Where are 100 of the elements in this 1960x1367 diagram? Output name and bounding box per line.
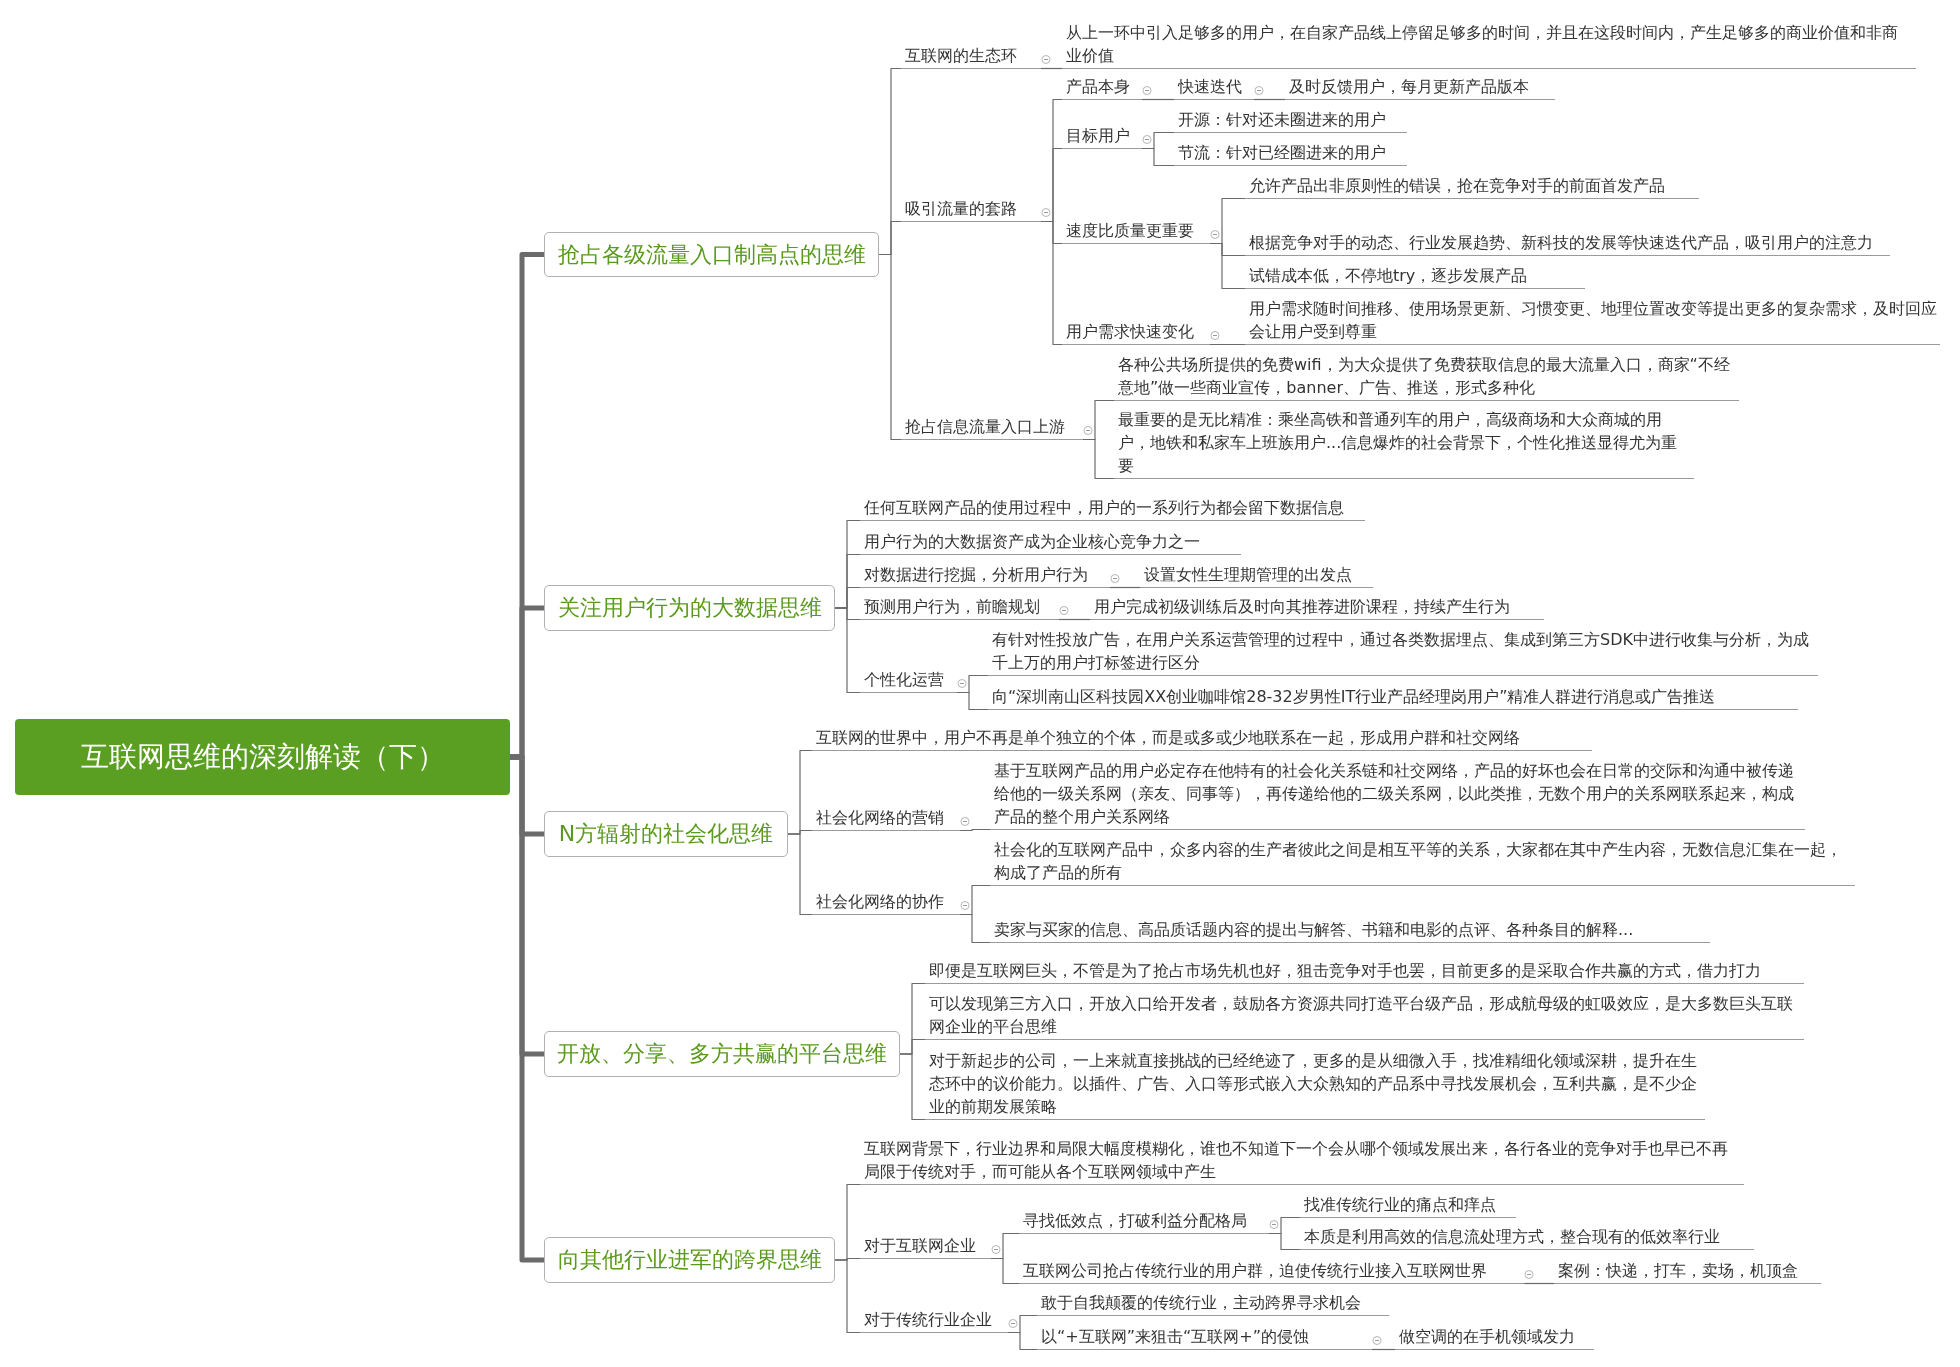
topic-text: 个性化运营	[864, 670, 944, 689]
topic-text: 对数据进行挖掘，分析用户行为	[864, 565, 1088, 584]
topic-underline	[901, 415, 1083, 440]
topic-text: 互联网的生态环	[905, 46, 1017, 65]
topic-text: 互联网的世界中，用户不再是单个独立的个体，而是或多或少地联系在一起，形成用户群和社交网络	[816, 728, 1520, 747]
topic-text: 允许产品出非原则性的错误，抢在竞争对手的前面首发产品	[1249, 176, 1665, 195]
topic-underline	[1140, 563, 1373, 588]
topic-underline	[1019, 1209, 1269, 1234]
topic-text: 找准传统行业的痛点和痒点	[1304, 1195, 1496, 1214]
connector-line	[899, 1053, 926, 1121]
topic-text: 用户需求随时间推移、使用场景更新、习惯变更、地理位置改变等提出更多的复杂需求，及时回应会让用户受到尊重	[1249, 299, 1937, 341]
connector-line	[834, 607, 861, 694]
topic-text: 速度比质量更重要	[1066, 221, 1194, 240]
topic-text: 最重要的是无比精准：乘坐高铁和普通列车的用户，高级商场和大众商城的用户，地铁和私家车上班族用户...信息爆炸的社会背景下，个性化推送显得尤为重要	[1118, 410, 1678, 475]
topic-text: 寻找低效点，打破利益分配格局	[1023, 1211, 1247, 1230]
branch-topic-box	[544, 585, 835, 631]
topic-title: 抢占各级流量入口制高点的思维	[557, 240, 866, 269]
topic-underline	[1245, 264, 1585, 289]
connector-line	[956, 691, 989, 711]
topic-underline	[860, 496, 1365, 521]
topic-underline	[1062, 320, 1210, 345]
connector-line	[1268, 1232, 1301, 1251]
topic-title: N方辐射的社会化思维	[558, 820, 774, 848]
topic-underline	[1245, 231, 1890, 256]
topic-text: 从上一环中引入足够多的用户，在自家产品线上停留足够多的时间，并且在这段时间内，产生足够多的商业价值和非商业价值	[1066, 23, 1898, 65]
topic-text: 做空调的在手机领域发力	[1399, 1327, 1575, 1346]
topic-underline	[1554, 1259, 1821, 1284]
topic-text: 及时反馈用户，每月更新产品版本	[1289, 77, 1529, 96]
topic-text: 目标用户	[1066, 126, 1130, 145]
connector-line	[1371, 1348, 1396, 1351]
topic-text: 根据竞争对手的动态、行业发展趋势、新科技的发展等快速迭代产品，吸引用户的注意力	[1249, 233, 1873, 252]
connector-line	[1141, 147, 1175, 167]
connector-line	[878, 253, 902, 441]
connector-line	[1109, 586, 1141, 589]
topic-underline	[1062, 124, 1142, 149]
topic-text: 设置女性生理期管理的出发点	[1144, 565, 1352, 584]
topic-underline	[860, 563, 1110, 588]
topic-underline	[1174, 141, 1407, 166]
topic-text: 各种公共场所提供的免费wifi，为大众提供了免费获取信息的最大流量入口，商家“不经意地”做一些商业宣传，banner、广告、推送，形式多种化	[1118, 355, 1730, 397]
topic-text: 用户需求快速变化	[1066, 322, 1194, 341]
topic-title: 互联网思维的深刻解读（下）	[80, 739, 445, 775]
branch-topic-box	[544, 1031, 900, 1077]
topic-underline	[1300, 1225, 1754, 1250]
topic-underline	[860, 530, 1241, 555]
topic-text: 案例：快递，打车，卖场，机顶盒	[1558, 1261, 1798, 1280]
topic-underline	[812, 726, 1592, 751]
topic-text: 可以发现第三方入口，开放入口给开发者，鼓励各方资源共同打造平台级产品，形成航母级的虹吸效应，是大多数巨头互联网企业的平台思维	[929, 994, 1793, 1036]
topic-underline	[1300, 1193, 1516, 1218]
topic-text: 吸引流量的套路	[905, 199, 1017, 218]
topic-underline	[1395, 1325, 1594, 1350]
connector-line	[1209, 343, 1246, 346]
connector-line	[1141, 98, 1175, 101]
topic-text: 用户完成初级训练后及时向其推荐进阶课程，持续产生行为	[1094, 597, 1510, 616]
connector-line	[1040, 67, 1063, 70]
branch-topic-box	[544, 1237, 835, 1283]
connector-line	[990, 1257, 1020, 1285]
topic-underline	[812, 806, 960, 831]
topic-underline	[1062, 219, 1210, 244]
connector-line	[1523, 1282, 1555, 1285]
topic-text: 抢占信息流量入口上游	[905, 417, 1065, 436]
connector-line	[1007, 1331, 1038, 1351]
topic-title: 向其他行业进军的跨界思维	[557, 1246, 822, 1274]
topic-text: 快速迭代	[1178, 77, 1242, 96]
topic-text: 产品本身	[1066, 77, 1130, 96]
connector-line	[1209, 242, 1246, 290]
topic-text: 向“深圳南山区科技园XX创业咖啡馆28-32岁男性IT行业产品经理岗用户”精准人群进行消息或广告推送	[992, 687, 1716, 706]
connector-line	[787, 833, 813, 916]
branch-topic-box	[544, 811, 788, 857]
connector-line	[1040, 220, 1063, 346]
topic-underline	[925, 959, 1804, 984]
topic-underline	[990, 918, 1710, 943]
topic-text: 对于新起步的公司，一上来就直接挑战的已经绝迹了，更多的是从细微入手，找准精细化领域深耕，提升在生态环中的议价能力。以插件、广告、入口等形式嵌入大众熟知的产品系中寻找发展机会，互利共赢，是不少企业的前期发展策略	[929, 1051, 1697, 1116]
topic-text: 有针对性投放广告，在用户关系运营管理的过程中，通过各类数据埋点、集成到第三方SDK中进行收集与分析，为成千上万的用户打标签进行区分	[992, 630, 1809, 672]
connector-line	[1253, 98, 1286, 101]
topic-text: 对于传统行业企业	[864, 1310, 992, 1329]
topic-text: 本质是利用高效的信息流处理方式，整合现有的低效率行业	[1304, 1227, 1720, 1246]
topic-underline	[1174, 108, 1407, 133]
topic-text: 即便是互联网巨头，不管是为了抢占市场先机也好，狙击竞争对手也罢，目前更多的是采取合作共赢的方式，借力打力	[929, 961, 1761, 980]
topic-underline	[860, 668, 957, 693]
topic-underline	[901, 44, 1041, 69]
topic-underline	[860, 1234, 991, 1259]
branch-connector	[510, 754, 544, 1263]
connector-line	[834, 1259, 861, 1334]
topic-text: 社会化网络的协作	[816, 892, 944, 911]
topic-underline	[1037, 1291, 1389, 1316]
topic-text: 敢于自我颠覆的传统行业，主动跨界寻求机会	[1041, 1293, 1361, 1312]
branch-topic-box	[544, 232, 879, 277]
topic-underline	[901, 197, 1041, 222]
topic-text: 互联网背景下，行业边界和局限大幅度模糊化，谁也不知道下一个会从哪个领域发展出来，各行各业的竞争对手也早已不再局限于传统对手，而可能从各个互联网领域中产生	[864, 1139, 1728, 1181]
topic-underline	[1090, 595, 1544, 620]
topic-text: 用户行为的大数据资产成为企业核心竞争力之一	[864, 532, 1200, 551]
topic-text: 开源：针对还未圈进来的用户	[1178, 110, 1386, 129]
topic-title: 关注用户行为的大数据思维	[557, 594, 822, 622]
connector-line	[1058, 618, 1091, 621]
topic-title: 开放、分享、多方共赢的平台思维	[557, 1040, 887, 1068]
topic-text: 任何互联网产品的使用过程中，用户的一系列行为都会留下数据信息	[864, 498, 1344, 517]
connector-line	[959, 913, 991, 944]
topic-text: 以“+互联网”来狙击“互联网+”的侵蚀	[1041, 1327, 1309, 1346]
topic-underline	[1245, 174, 1699, 199]
connector-line	[959, 828, 991, 832]
